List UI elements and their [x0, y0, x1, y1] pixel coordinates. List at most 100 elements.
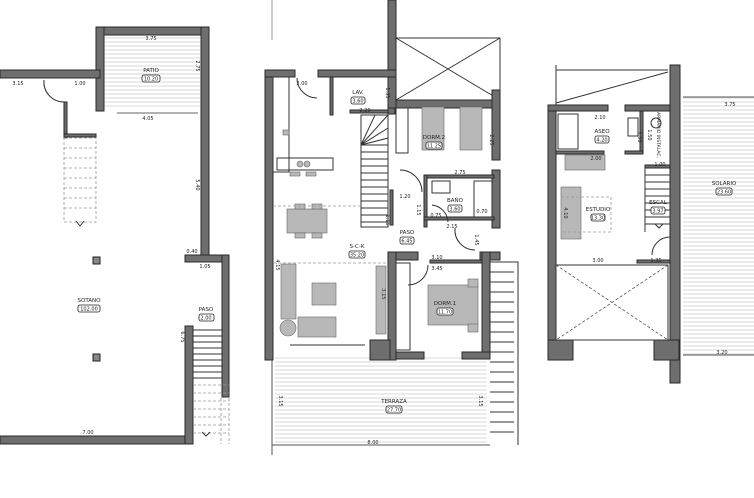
wardrobe [395, 262, 411, 351]
shower [473, 180, 493, 218]
ground-floor-plan: LAV. 3.60 DORM.2 11.25 BAÑO 3.60 PASO 6.… [264, 0, 519, 455]
sink [282, 129, 290, 136]
dimension: 3.15 [477, 395, 483, 406]
dimension: 3.10 [431, 255, 442, 261]
room-area: 35.20 [350, 253, 364, 259]
sink [627, 117, 639, 137]
tv-unit [375, 265, 387, 335]
room-name: SOTANO [78, 298, 102, 304]
bathtub [431, 180, 451, 194]
wall [317, 69, 397, 78]
dimension: 1.45 [473, 234, 479, 245]
dimension: 3.15 [380, 288, 386, 299]
room-name: SOLARIO [712, 181, 737, 187]
dimension: 0.40 [186, 249, 197, 255]
dimension: 6.75 [179, 331, 185, 342]
room-area: 23.60 [717, 190, 731, 196]
dimension: 3.75 [724, 102, 735, 108]
room-area: 102.00 [80, 307, 98, 313]
dimension: 2.10 [594, 115, 605, 121]
dimension: 5.40 [194, 179, 200, 190]
stairs-down [63, 137, 97, 227]
wall [395, 99, 501, 109]
dimension: 1.05 [199, 264, 210, 270]
patio-hatch [104, 35, 200, 107]
rug [560, 196, 612, 233]
room-area: 3.97 [652, 209, 663, 215]
water-heater [650, 117, 662, 129]
dimension: 3.00 [592, 258, 603, 264]
dimension: 4.10 [562, 207, 568, 218]
wall [555, 150, 605, 155]
wall [63, 133, 97, 138]
kitchen-island [276, 157, 334, 171]
wall [0, 69, 101, 79]
room-area: 11.25 [427, 144, 441, 150]
dimension: 2.75 [454, 170, 465, 176]
wall [221, 254, 230, 398]
wall [95, 26, 105, 112]
column [92, 256, 101, 265]
basement-plan: PATIO 10.20 SOTANO 102.00 PASO 2.00 3.75… [0, 26, 230, 445]
dimension: 1.20 [399, 194, 410, 200]
dimension: 1.00 [654, 162, 665, 168]
bed [421, 106, 445, 151]
room-name: DORM.2 [423, 135, 445, 141]
wall [395, 351, 425, 360]
wall [491, 89, 501, 161]
room-area: 11.70 [438, 310, 452, 316]
room-name: PASO [400, 230, 415, 236]
dimension: 4.15 [274, 259, 280, 270]
wall [387, 107, 396, 115]
dimension: 1.35 [384, 87, 390, 98]
terrace-hatch [275, 355, 487, 443]
bed [459, 106, 483, 151]
dimension: 2.00 [296, 81, 307, 87]
dimension: 2.25 [488, 134, 494, 145]
wall [624, 104, 676, 112]
room-name: S-C-K [350, 244, 365, 250]
sofa [280, 263, 297, 320]
room-area: 3.60 [449, 207, 460, 213]
wall [264, 69, 274, 361]
bed [427, 284, 479, 326]
armchair [279, 319, 297, 337]
cooktop [296, 160, 304, 168]
wall [184, 325, 194, 445]
dimension: 0.70 [476, 209, 487, 215]
dimension: 1.35 [650, 258, 661, 264]
desk [564, 154, 606, 171]
room-area: 10.20 [144, 77, 158, 83]
wall [624, 150, 644, 155]
room-name: PATIO [143, 68, 159, 74]
dimension: 2.75 [194, 60, 200, 71]
stairs [360, 114, 389, 228]
wall [461, 351, 491, 360]
dimension: 1.00 [74, 81, 85, 87]
wall [423, 216, 495, 221]
dimension: 3.15 [277, 395, 283, 406]
wall [481, 251, 491, 353]
dimension: 1.15 [415, 204, 421, 215]
wall [547, 339, 574, 361]
wall [329, 76, 334, 116]
wall [63, 101, 68, 139]
dimension: 0.75 [430, 213, 441, 219]
column [92, 353, 101, 362]
room-name: TERRAZA [380, 399, 407, 405]
room-area: 6.45 [401, 239, 412, 245]
room-name: ESTUDIO [586, 207, 611, 213]
wall [0, 435, 194, 445]
wall [636, 259, 671, 264]
passage-stairs [193, 329, 230, 444]
wall [389, 189, 394, 226]
wall [669, 64, 681, 384]
room-name: ASEO [594, 129, 610, 135]
wall [547, 104, 557, 361]
solarium-hatch [683, 97, 754, 355]
sofa [297, 316, 337, 338]
room-name: ESCAL [649, 200, 668, 206]
wall [95, 26, 210, 36]
wardrobe [395, 107, 409, 154]
